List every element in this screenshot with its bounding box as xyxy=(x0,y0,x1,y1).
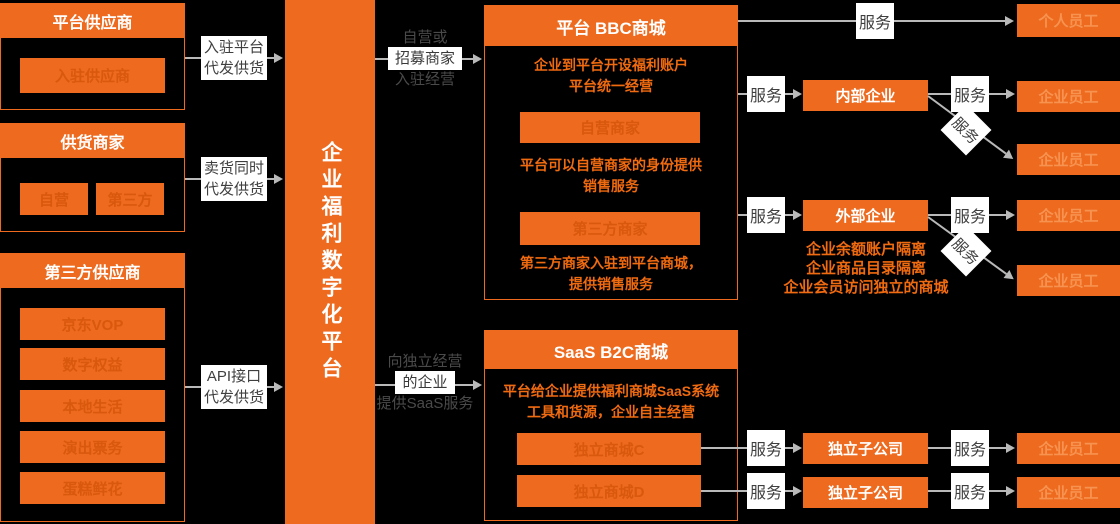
group-platform-supplier: 平台供应商 xyxy=(0,3,185,110)
service-label: 服务 xyxy=(951,197,989,233)
node-enterprise-employee: 企业员工 xyxy=(1017,144,1120,175)
service-label: 服务 xyxy=(951,430,989,466)
bbc-mall-title: 平台 BBC商城 xyxy=(485,6,737,46)
label-join-platform: 入驻平台 代发供货 xyxy=(201,36,267,80)
bbc-desc1-line2: 平台统一经营 xyxy=(569,78,653,94)
service-label: 服务 xyxy=(747,430,785,466)
arrowhead-icon xyxy=(793,89,802,99)
node-subsidiary: 独立子公司 xyxy=(803,477,928,508)
label-saas-service: 向独立经营 的企业 提供SaaS服务 xyxy=(368,352,482,413)
group-title: 平台供应商 xyxy=(1,4,184,38)
service-label: 服务 xyxy=(951,473,989,509)
service-label: 服务 xyxy=(951,76,989,112)
node-show-tickets: 演出票务 xyxy=(20,431,165,463)
label-line: 服务 xyxy=(948,235,982,269)
saas-desc-line2: 工具和货源，企业自主经营 xyxy=(527,404,695,420)
group-supply-merchants: 供货商家 xyxy=(0,123,185,232)
label-self-operate-recruit: 自营或 招募商家 入驻经营 xyxy=(378,28,472,89)
node-jd-vop: 京东VOP xyxy=(20,308,165,340)
arrowhead-icon xyxy=(1006,89,1015,99)
group-title: 供货商家 xyxy=(1,124,184,158)
label-line: 入驻平台 xyxy=(203,39,264,56)
label-line: 服务 xyxy=(948,114,982,148)
saas-mall-title: SaaS B2C商城 xyxy=(485,331,737,369)
label-line: 提供SaaS服务 xyxy=(376,395,474,412)
platform-bar: 企业福利数字化平台 xyxy=(285,0,375,524)
arrowhead-icon xyxy=(274,53,283,63)
bbc-desc3-line1: 第三方商家入驻到平台商城， xyxy=(520,255,702,271)
group-title: 第三方供应商 xyxy=(1,254,184,288)
node-personal-employee: 个人员工 xyxy=(1017,4,1120,37)
label-line: 代发供货 xyxy=(203,60,264,77)
arrowhead-icon xyxy=(793,486,802,496)
node-subsidiary: 独立子公司 xyxy=(803,433,928,464)
service-label: 服务 xyxy=(747,76,785,112)
label-line: 向独立经营 xyxy=(387,353,463,370)
arrowhead-icon xyxy=(1006,210,1015,220)
arrowhead-icon xyxy=(473,54,482,64)
note-line: 企业会员访问独立的商城 xyxy=(783,279,949,296)
arrowhead-icon xyxy=(473,380,482,390)
node-third-party: 第三方 xyxy=(96,183,164,215)
saas-desc-line1: 平台给企业提供福利商城SaaS系统 xyxy=(502,383,720,399)
bbc-desc2-line1: 平台可以自营商家的身份提供 xyxy=(520,157,702,173)
arrowhead-icon xyxy=(793,443,802,453)
arrowhead-icon xyxy=(1006,443,1015,453)
node-enterprise-employee: 企业员工 xyxy=(1017,81,1120,112)
label-line: 自营或 xyxy=(402,29,448,46)
arrowhead-icon xyxy=(1005,16,1014,26)
node-enterprise-employee: 企业员工 xyxy=(1017,433,1120,464)
label-line: 卖货同时 xyxy=(203,160,264,177)
label-line: 的企业 xyxy=(395,371,455,394)
node-independent-mall-d: 独立商城D xyxy=(517,475,701,507)
note-line: 企业余额账户隔离 xyxy=(805,241,926,258)
group-bbc-mall: 平台 BBC商城 xyxy=(484,5,738,300)
platform-title: 企业福利数字化平台 xyxy=(319,140,342,384)
node-external-enterprise: 外部企业 xyxy=(803,200,928,231)
label-line: 代发供货 xyxy=(203,389,264,406)
arrowhead-icon xyxy=(274,382,283,392)
label-line: API接口 xyxy=(206,368,262,385)
label-line: 代发供货 xyxy=(203,181,264,198)
isolation-notes: 企业余额账户隔离 企业商品目录隔离 企业会员访问独立的商城 xyxy=(766,240,966,297)
node-enterprise-employee: 企业员工 xyxy=(1017,477,1120,508)
node-enterprise-employee: 企业员工 xyxy=(1017,200,1120,231)
node-settled-supplier: 入驻供应商 xyxy=(20,58,165,93)
label-line: 入驻经营 xyxy=(394,71,455,88)
node-cake-flowers: 蛋糕鲜花 xyxy=(20,472,165,504)
node-internal-enterprise: 内部企业 xyxy=(803,80,928,111)
node-third-party-merchant: 第三方商家 xyxy=(520,212,700,245)
service-label: 服务 xyxy=(747,473,785,509)
label-sell-goods: 卖货同时 代发供货 xyxy=(201,157,267,201)
arrowhead-icon xyxy=(274,174,283,184)
node-local-life: 本地生活 xyxy=(20,390,165,422)
label-line: 招募商家 xyxy=(387,47,462,70)
bbc-desc2-line2: 销售服务 xyxy=(583,178,639,194)
node-self-operated: 自营 xyxy=(20,183,88,215)
label-api-supply: API接口 代发供货 xyxy=(201,365,267,409)
bbc-desc3-line2: 提供销售服务 xyxy=(569,276,653,292)
service-label: 服务 xyxy=(856,3,894,39)
node-independent-mall-c: 独立商城C xyxy=(517,433,701,465)
node-digital-rights: 数字权益 xyxy=(20,348,165,380)
bbc-desc1-line1: 企业到平台开设福利账户 xyxy=(534,57,688,73)
arrowhead-icon xyxy=(1006,486,1015,496)
arrowhead-icon xyxy=(793,210,802,220)
node-enterprise-employee: 企业员工 xyxy=(1017,265,1120,296)
node-self-operated-merchant: 自营商家 xyxy=(520,112,700,143)
service-label: 服务 xyxy=(747,197,785,233)
note-line: 企业商品目录隔离 xyxy=(805,260,926,277)
